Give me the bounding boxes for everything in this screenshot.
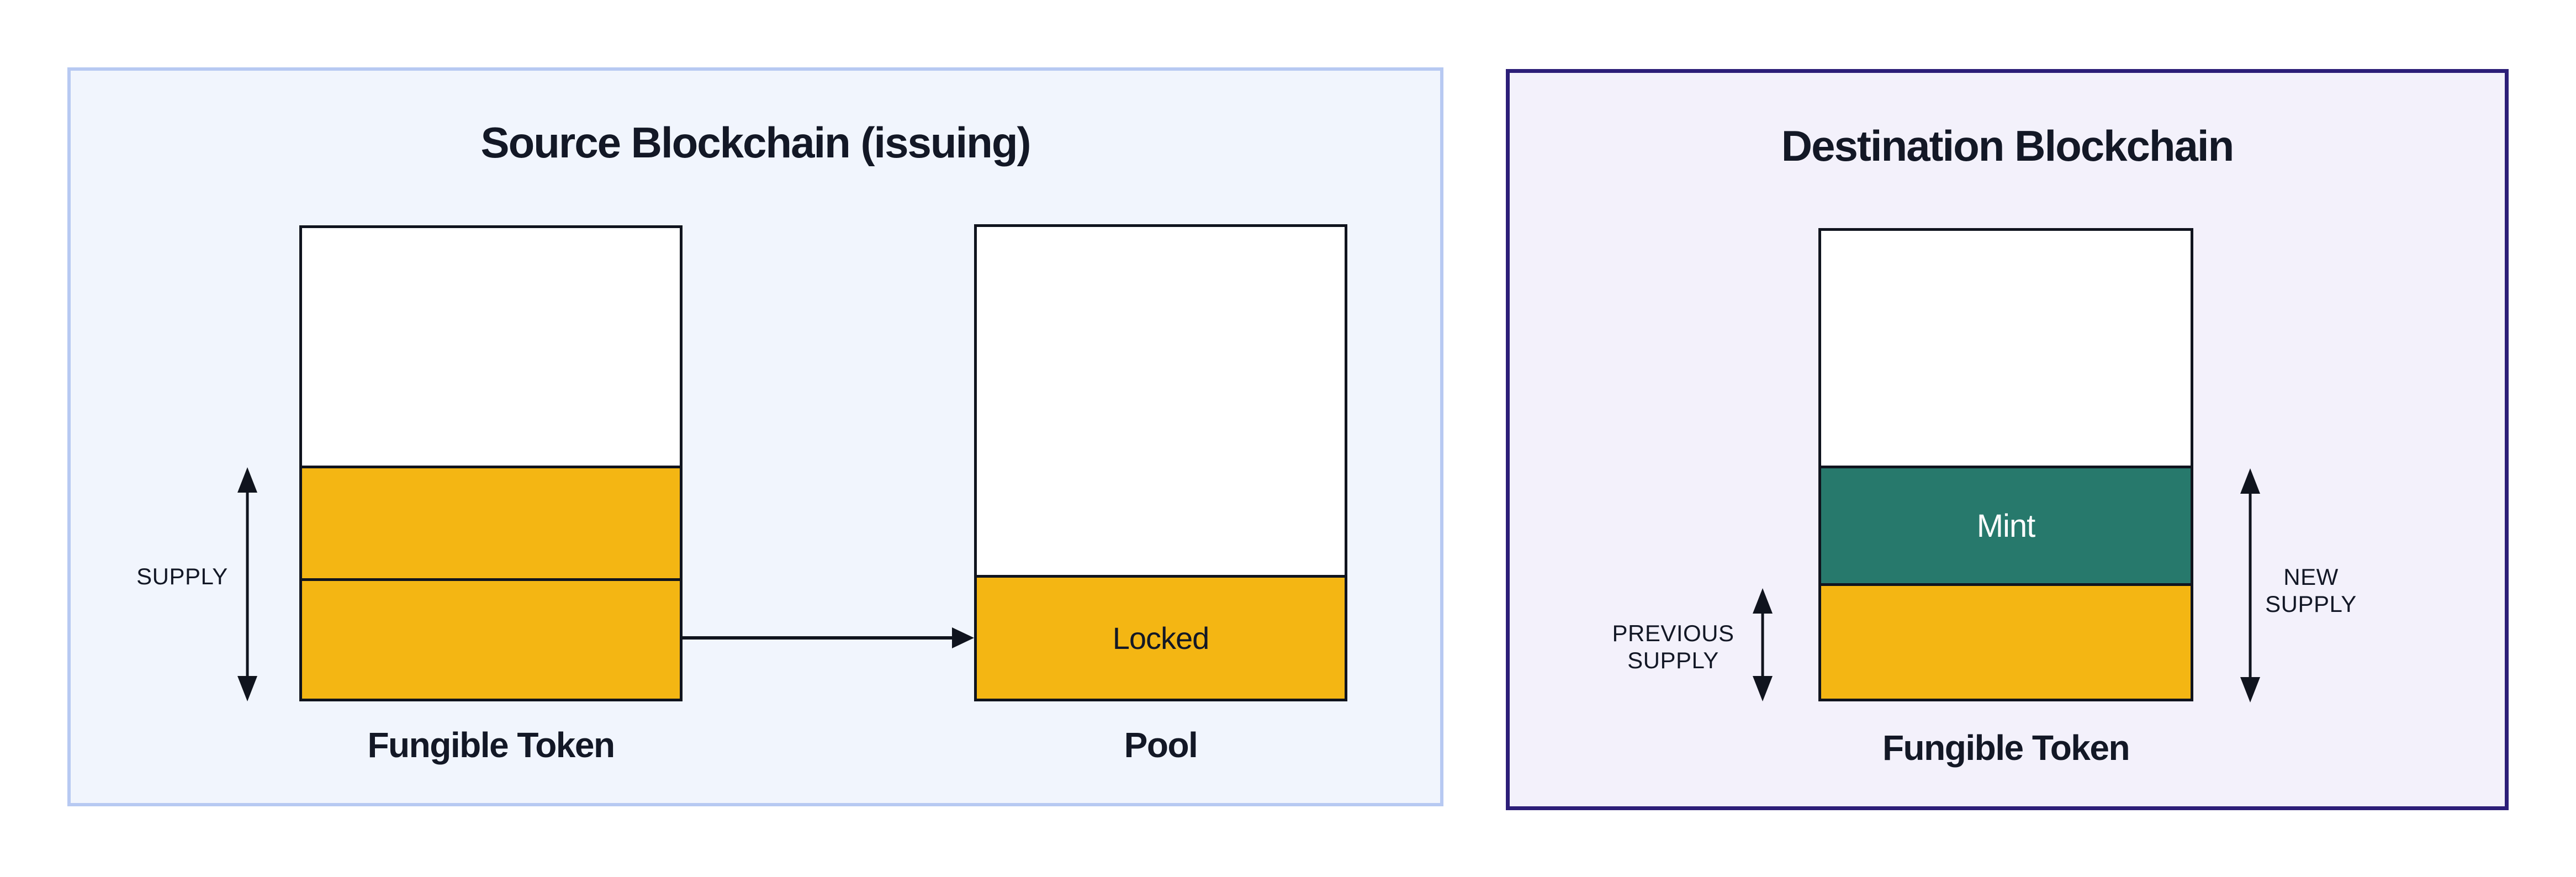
destination-panel-title: Destination Blockchain [1781,121,2235,170]
destination-token-previous-supply-segment [1821,586,2191,699]
pool-empty-segment [977,227,1345,575]
segment-divider [302,466,680,468]
lock-transfer-arrow [683,622,974,653]
locked-label: Locked [1112,621,1210,656]
previous-supply-range-arrow [1753,588,1773,701]
segment-divider [1821,583,2191,586]
segment-divider [302,578,680,581]
new-supply-label-line2: SUPPLY [2265,591,2357,617]
source-fungible-token-box [299,225,683,701]
arrowhead-down-icon [237,676,257,701]
new-supply-range-arrow [2240,468,2260,702]
arrowhead-down-icon [1753,676,1773,701]
previous-supply-label-line2: SUPPLY [1627,647,1719,674]
pool-caption: Pool [1124,725,1198,765]
destination-token-mint-segment: Mint [1821,468,2191,583]
arrow-shaft [683,636,958,640]
destination-token-empty-segment [1821,231,2191,466]
source-panel-title: Source Blockchain (issuing) [480,118,1032,167]
pool-locked-segment: Locked [977,578,1345,699]
arrow-shaft [2249,489,2252,681]
previous-supply-label-line1: PREVIOUS [1612,620,1734,646]
arrow-shaft [1761,609,1764,680]
source-blockchain-panel: Source Blockchain (issuing) SUPPLY Locke… [67,67,1443,806]
arrowhead-right-icon [952,627,974,648]
pool-box: Locked [974,224,1347,701]
source-token-supply-upper-segment [302,468,680,578]
segment-divider [1821,466,2191,468]
supply-label: SUPPLY [136,563,228,589]
arrowhead-down-icon [2240,677,2260,702]
new-supply-label-line1: NEW [2283,564,2339,590]
source-token-empty-segment [302,228,680,466]
previous-supply-label: PREVIOUS SUPPLY [1552,620,1795,674]
source-token-caption: Fungible Token [367,725,615,765]
destination-blockchain-panel: Destination Blockchain Mint PREVIOUS SUP… [1506,69,2509,810]
segment-divider [977,575,1345,578]
mint-label: Mint [1976,508,2036,544]
destination-token-caption: Fungible Token [1882,728,2130,768]
destination-fungible-token-box: Mint [1818,228,2193,701]
supply-range-arrow [237,467,257,701]
source-token-supply-lower-segment [302,581,680,699]
arrow-shaft [246,488,249,680]
new-supply-label: NEW SUPPLY [2201,563,2421,617]
